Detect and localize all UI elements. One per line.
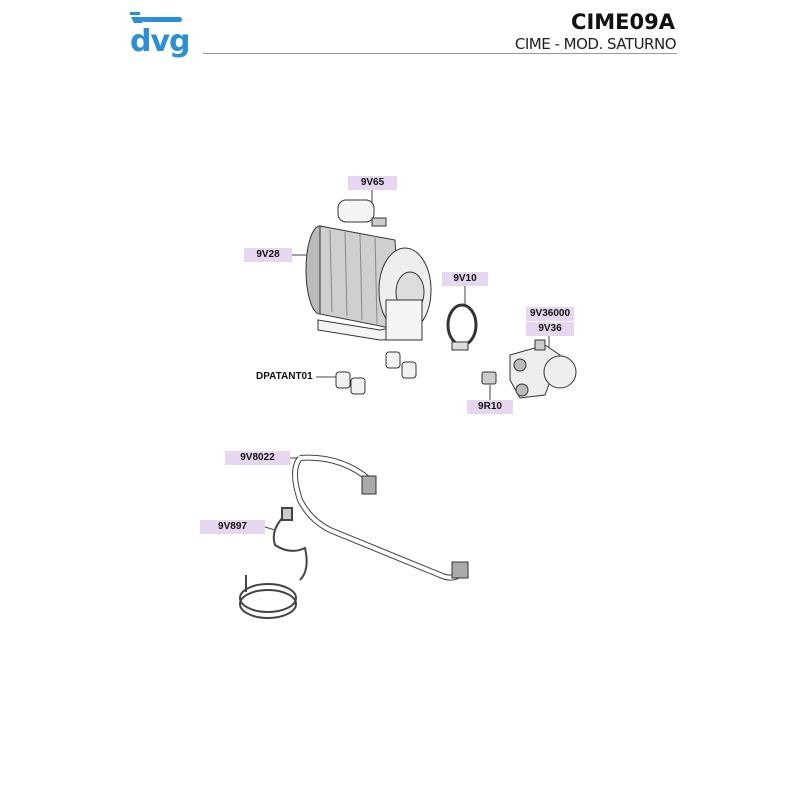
hose-nut [361,475,377,495]
part-label-clamp[interactable]: 9V10 [442,272,488,286]
part-label-pump-body[interactable]: 9V36 [526,322,574,336]
motor-drawing [305,199,432,341]
part-label-fitting[interactable]: 9R10 [467,400,513,414]
hose-inner [293,455,467,580]
feet-drawing [335,351,417,395]
page-subtitle: CIME - MOD. SATURNO [514,35,677,53]
clamp-drawing [446,303,478,351]
hose-elbow [451,561,469,579]
part-label-coil-tube[interactable]: 9V897 [200,520,265,534]
part-label-pump-body-alt[interactable]: 9V36000 [526,307,574,321]
portafilter-icon [130,12,182,23]
part-label-feet[interactable]: DPATANT01 [256,371,313,382]
brand-logo-text: dvg [130,24,191,59]
page-code: CIME09A [571,10,675,34]
hose-drawing [292,454,468,581]
part-label-hose[interactable]: 9V8022 [225,451,290,465]
pump-drawing [481,339,577,399]
coil-tube-drawing [239,507,308,619]
header-divider [203,53,677,54]
part-label-capacitor[interactable]: 9V65 [348,176,397,190]
part-label-motor[interactable]: 9V28 [244,248,292,262]
dvg-logo [128,10,188,65]
leader-lines [264,190,550,531]
